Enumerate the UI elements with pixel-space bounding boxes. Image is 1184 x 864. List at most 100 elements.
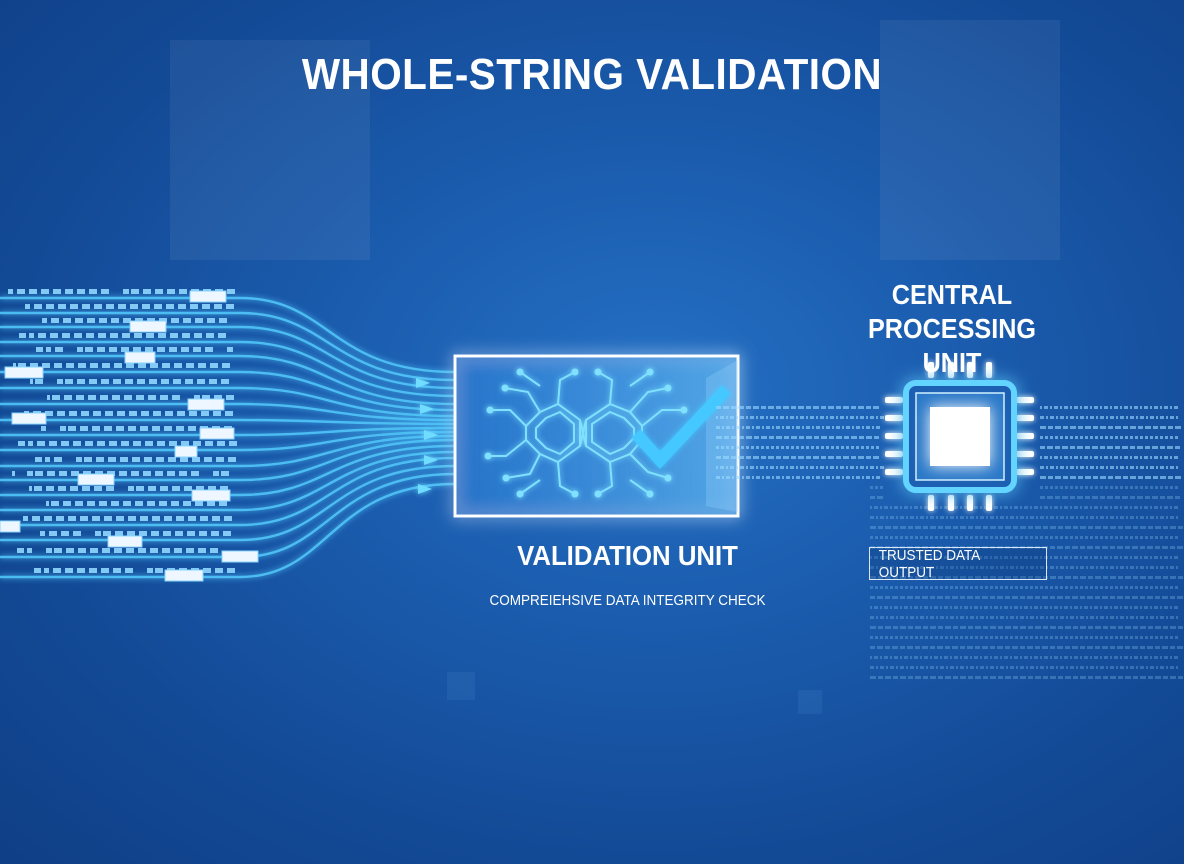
stream-glyph: [59, 471, 67, 476]
output-glyph: [1063, 426, 1068, 429]
output-glyph: [1100, 486, 1103, 489]
output-glyph: [1104, 406, 1108, 409]
stream-glyph: [8, 289, 13, 294]
output-glyph: [1050, 666, 1054, 669]
output-glyph: [876, 446, 879, 449]
output-glyph: [1070, 636, 1073, 639]
output-glyph: [900, 576, 906, 579]
output-glyph: [990, 656, 992, 659]
output-glyph: [1084, 606, 1088, 609]
output-glyph: [1030, 506, 1032, 509]
output-glyph: [1010, 656, 1012, 659]
output-glyph: [970, 516, 974, 519]
output-glyph: [1080, 586, 1083, 589]
output-glyph: [990, 536, 993, 539]
output-glyph: [1146, 516, 1148, 519]
output-glyph: [966, 616, 968, 619]
output-glyph: [1107, 446, 1113, 449]
output-glyph: [1000, 616, 1004, 619]
stream-glyph: [167, 289, 175, 294]
stream-glyph: [89, 379, 97, 384]
output-glyph: [830, 466, 834, 469]
output-glyph: [945, 626, 951, 629]
output-glyph: [846, 466, 848, 469]
output-glyph: [1005, 576, 1011, 579]
output-glyph: [1140, 566, 1144, 569]
output-glyph: [1165, 636, 1168, 639]
output-glyph: [1045, 436, 1048, 439]
stream-glyph: [111, 318, 119, 323]
output-glyph: [1115, 426, 1121, 429]
output-glyph: [885, 586, 888, 589]
output-glyph: [1120, 486, 1123, 489]
output-glyph: [796, 476, 800, 479]
stream-glyph: [52, 395, 60, 400]
output-glyph: [873, 406, 879, 409]
data-packet: [191, 489, 231, 502]
output-glyph: [1080, 596, 1085, 599]
stream-glyph: [19, 333, 26, 338]
output-glyph: [1100, 456, 1102, 459]
output-glyph: [1042, 596, 1048, 599]
output-glyph: [1080, 406, 1082, 409]
stream-glyph: [99, 501, 107, 506]
output-glyph: [1055, 426, 1061, 429]
output-glyph: [893, 526, 898, 529]
output-glyph: [1020, 506, 1022, 509]
output-glyph: [960, 606, 962, 609]
output-glyph: [1120, 506, 1122, 509]
output-glyph: [954, 556, 958, 559]
output-glyph: [952, 646, 958, 649]
output-glyph: [1060, 656, 1062, 659]
output-glyph: [1160, 636, 1163, 639]
output-glyph: [1084, 506, 1088, 509]
output-glyph: [970, 666, 974, 669]
stream-glyph: [189, 411, 197, 416]
output-glyph: [930, 656, 932, 659]
output-glyph: [1060, 566, 1064, 569]
output-glyph: [1175, 486, 1178, 489]
output-glyph: [1043, 526, 1048, 529]
output-glyph: [934, 506, 938, 509]
output-glyph: [1050, 656, 1052, 659]
output-glyph: [915, 596, 920, 599]
output-glyph: [1020, 656, 1022, 659]
output-glyph: [1176, 566, 1178, 569]
output-glyph: [786, 476, 790, 479]
stream-glyph: [169, 347, 177, 352]
output-glyph: [1126, 666, 1128, 669]
stream-glyph: [98, 333, 106, 338]
output-glyph: [740, 416, 744, 419]
output-glyph: [1090, 466, 1094, 469]
output-glyph: [856, 446, 859, 449]
output-glyph: [1026, 666, 1028, 669]
output-glyph: [1134, 406, 1138, 409]
output-glyph: [956, 666, 958, 669]
output-glyph: [1050, 646, 1055, 649]
stream-glyph: [36, 347, 43, 352]
output-glyph: [1040, 536, 1043, 539]
output-glyph: [1020, 576, 1026, 579]
output-glyph: [850, 416, 854, 419]
output-glyph: [1162, 546, 1168, 549]
output-glyph: [716, 446, 719, 449]
output-glyph: [1144, 506, 1148, 509]
stream-glyph: [92, 516, 100, 521]
data-stream-line: [0, 296, 456, 374]
output-glyph: [726, 476, 730, 479]
output-glyph: [870, 616, 874, 619]
output-glyph: [1030, 516, 1034, 519]
output-glyph: [1164, 606, 1168, 609]
output-glyph: [875, 586, 878, 589]
stream-glyph: [161, 379, 169, 384]
output-glyph: [1096, 666, 1098, 669]
stream-glyph: [89, 289, 97, 294]
output-glyph: [1110, 656, 1112, 659]
output-glyph: [1140, 526, 1146, 529]
output-glyph: [870, 556, 872, 559]
stream-glyph: [130, 304, 138, 309]
output-glyph: [1125, 646, 1130, 649]
output-glyph: [1070, 426, 1076, 429]
output-glyph: [1147, 646, 1153, 649]
output-glyph: [1135, 536, 1138, 539]
